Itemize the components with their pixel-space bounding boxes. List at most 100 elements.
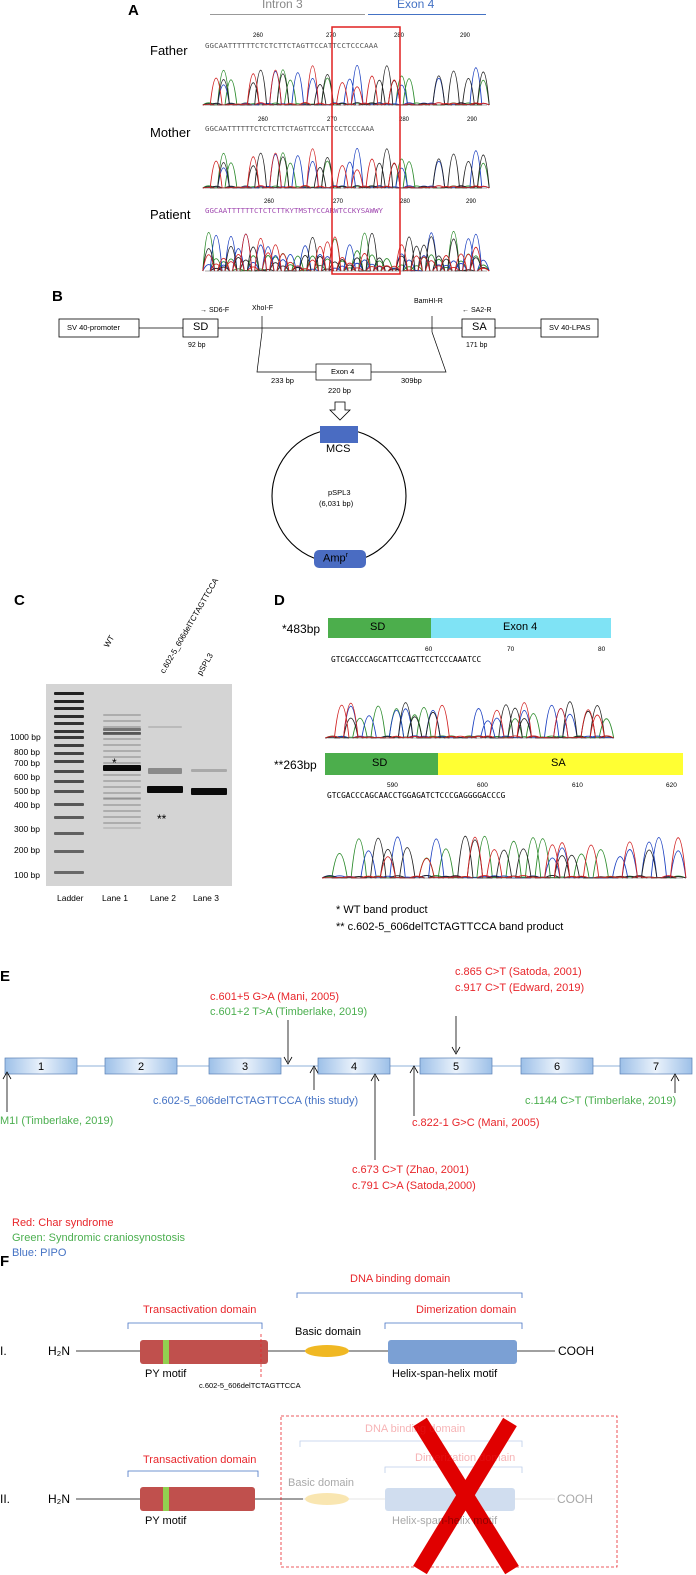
tick: 290 — [466, 199, 477, 205]
gel-band — [148, 726, 182, 728]
gel-band — [54, 715, 84, 718]
gel-band — [103, 792, 141, 794]
exon-number: 4 — [351, 1061, 357, 1073]
legend-mutant: ** c.602-5_606delTCTAGTTCCA band product — [336, 921, 564, 933]
tick: 290 — [460, 33, 471, 39]
py-motif-label: PY motif — [145, 1368, 187, 1380]
ann-study: c.602-5_606delTCTAGTTCCA (this study) — [153, 1095, 359, 1107]
h2n-label: H₂N — [48, 1492, 70, 1506]
gel-band — [103, 732, 141, 735]
gel-band — [191, 788, 227, 795]
seq-father: GGCAATTTTTTCTCTCTTCTAGTTCCATTCCTCCCAAA — [205, 41, 378, 50]
ladder-label: 1000 bp — [10, 732, 41, 742]
basic-domain-label: Basic domain — [295, 1326, 362, 1338]
chromatograms-a — [202, 26, 490, 275]
gel-band — [54, 871, 84, 874]
panel-d-letter: D — [274, 592, 285, 609]
tick: 600 — [477, 782, 488, 789]
exon-label: Exon 4 — [331, 367, 355, 376]
exon-number: 7 — [653, 1061, 659, 1073]
gel-band — [54, 736, 84, 739]
transactivation-label: Transactivation domain — [143, 1304, 257, 1316]
tick: 620 — [666, 782, 677, 789]
gel-band — [103, 744, 141, 746]
gel-band — [147, 786, 183, 793]
gel-band — [54, 780, 84, 783]
lane-label: Lane 1 — [102, 893, 128, 903]
seq-row1: GTCGACCCAGCATTCCAGTTCCTCCCAAATCC — [331, 655, 482, 664]
xhoi-label: XhoI-F — [252, 305, 274, 312]
ladder-label: 500 bp — [14, 786, 40, 796]
gel-band — [54, 744, 84, 747]
gel-band — [54, 692, 84, 695]
dimerization-label: Dimerization domain — [416, 1304, 517, 1316]
legend-wt: * WT band product — [336, 904, 428, 916]
tick: 280 — [400, 199, 411, 205]
deleted-x-mark — [413, 1417, 519, 1575]
gel-band — [54, 770, 84, 773]
cooh-label: COOH — [557, 1492, 593, 1506]
gel-band — [103, 827, 141, 829]
ann-top1b: c.601+2 T>A (Timberlake, 2019) — [210, 1006, 368, 1018]
ladder-label: 200 bp — [14, 845, 40, 855]
ladder-label: 100 bp — [14, 870, 40, 880]
exon-size: 220 bp — [328, 386, 351, 395]
row-roman-2: II. — [0, 1492, 11, 1506]
promoter-label: SV 40-promoter — [67, 323, 120, 332]
exon-box — [520, 1057, 594, 1075]
gel-band — [103, 786, 141, 788]
gel-band — [103, 765, 141, 771]
ann-1144: c.1144 C>T (Timberlake, 2019) — [525, 1095, 677, 1107]
dimerization-label: Dimerization domain — [415, 1452, 516, 1464]
gel-band — [103, 738, 141, 740]
gel-band — [148, 768, 182, 774]
transactivation-label: Transactivation domain — [143, 1454, 257, 1466]
exon-number: 3 — [242, 1061, 248, 1073]
tick: 70 — [507, 646, 515, 653]
gel-band — [103, 810, 141, 812]
intron-right-size: 309bp — [401, 376, 422, 385]
ann-top2a: c.865 C>T (Satoda, 2001) — [455, 966, 582, 978]
tick: 270 — [326, 33, 337, 39]
gel-band — [103, 714, 141, 716]
ladder-label: 300 bp — [14, 824, 40, 834]
panel-f-letter: F — [0, 1253, 10, 1270]
tick: 270 — [333, 199, 344, 205]
lane-label: Lane 2 — [150, 893, 176, 903]
exon-number: 5 — [453, 1061, 459, 1073]
ladder-label: 600 bp — [14, 772, 40, 782]
lane-label: Lane 3 — [193, 893, 219, 903]
exon-box — [619, 1057, 693, 1075]
vector-diagram — [58, 316, 599, 568]
tick: 290 — [467, 117, 478, 123]
deleted-region-box — [280, 1415, 618, 1568]
exon-bar — [368, 14, 486, 15]
ann-top1a: c.601+5 G>A (Mani, 2005) — [210, 991, 340, 1003]
gel-band — [54, 803, 84, 806]
ladder-label: 700 bp — [14, 758, 40, 768]
sd-size-label: 92 bp — [188, 342, 206, 349]
row2-size-tag: **263bp — [274, 758, 317, 772]
row-roman-1: I. — [0, 1344, 7, 1358]
gel-band — [54, 760, 84, 763]
sa-bar-label: SA — [551, 757, 566, 769]
amp-label: Ampr — [323, 552, 348, 565]
tick: 590 — [387, 782, 398, 789]
gel-band — [54, 707, 84, 710]
gel-band — [103, 797, 141, 799]
gel-band — [54, 752, 84, 755]
gel-band — [54, 790, 84, 793]
panel-b-letter: B — [52, 288, 63, 305]
legend-blue: Blue: PIPO — [12, 1247, 67, 1259]
sd-bar-label: SD — [372, 757, 388, 769]
lpas-label: SV 40-LPAS — [549, 323, 591, 332]
dna-binding-domain-label: DNA binding domain — [365, 1423, 466, 1435]
legend-red: Red: Char syndrome — [12, 1217, 114, 1229]
panel-e-letter: E — [0, 968, 11, 985]
tick: 80 — [598, 646, 606, 653]
mcs-label: MCS — [326, 443, 351, 455]
panel-a-letter: A — [128, 2, 139, 19]
trace-3 — [202, 233, 490, 272]
exon-box — [104, 1057, 178, 1075]
